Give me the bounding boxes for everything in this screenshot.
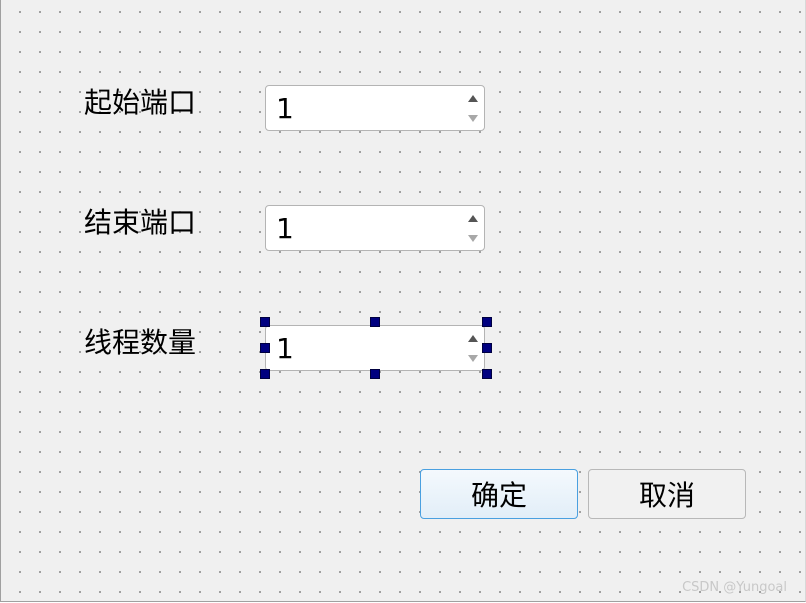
start-port-increment-button[interactable] [464, 88, 482, 108]
thread-count-input[interactable] [276, 329, 456, 367]
arrow-down-icon [468, 234, 478, 242]
selection-handle-top-right[interactable] [482, 317, 492, 327]
watermark: CSDN @Yungoal [682, 580, 787, 595]
start-port-spinbox[interactable] [265, 85, 485, 131]
selection-handle-top-center[interactable] [370, 317, 380, 327]
arrow-up-icon [468, 94, 478, 102]
start-port-input[interactable] [276, 89, 456, 127]
selection-handle-middle-right[interactable] [482, 343, 492, 353]
thread-count-decrement-button[interactable] [464, 348, 482, 368]
arrow-up-icon [468, 214, 478, 222]
selection-handle-middle-left[interactable] [260, 343, 270, 353]
start-port-spin-buttons [464, 88, 482, 128]
cancel-button[interactable]: 取消 [588, 469, 746, 519]
end-port-decrement-button[interactable] [464, 228, 482, 248]
end-port-spin-buttons [464, 208, 482, 248]
selection-handle-bottom-center[interactable] [370, 369, 380, 379]
selection-handle-bottom-right[interactable] [482, 369, 492, 379]
selection-handle-bottom-left[interactable] [260, 369, 270, 379]
thread-count-label: 线程数量 [84, 326, 197, 359]
end-port-spinbox[interactable] [265, 205, 485, 251]
end-port-increment-button[interactable] [464, 208, 482, 228]
selection-handle-top-left[interactable] [260, 317, 270, 327]
arrow-up-icon [468, 334, 478, 342]
thread-count-spin-buttons [464, 328, 482, 368]
start-port-decrement-button[interactable] [464, 108, 482, 128]
start-port-label: 起始端口 [84, 86, 197, 119]
end-port-label: 结束端口 [84, 206, 197, 239]
end-port-input[interactable] [276, 209, 456, 247]
arrow-down-icon [468, 114, 478, 122]
thread-count-increment-button[interactable] [464, 328, 482, 348]
thread-count-spinbox[interactable] [265, 325, 485, 371]
arrow-down-icon [468, 354, 478, 362]
ok-button[interactable]: 确定 [420, 469, 578, 519]
